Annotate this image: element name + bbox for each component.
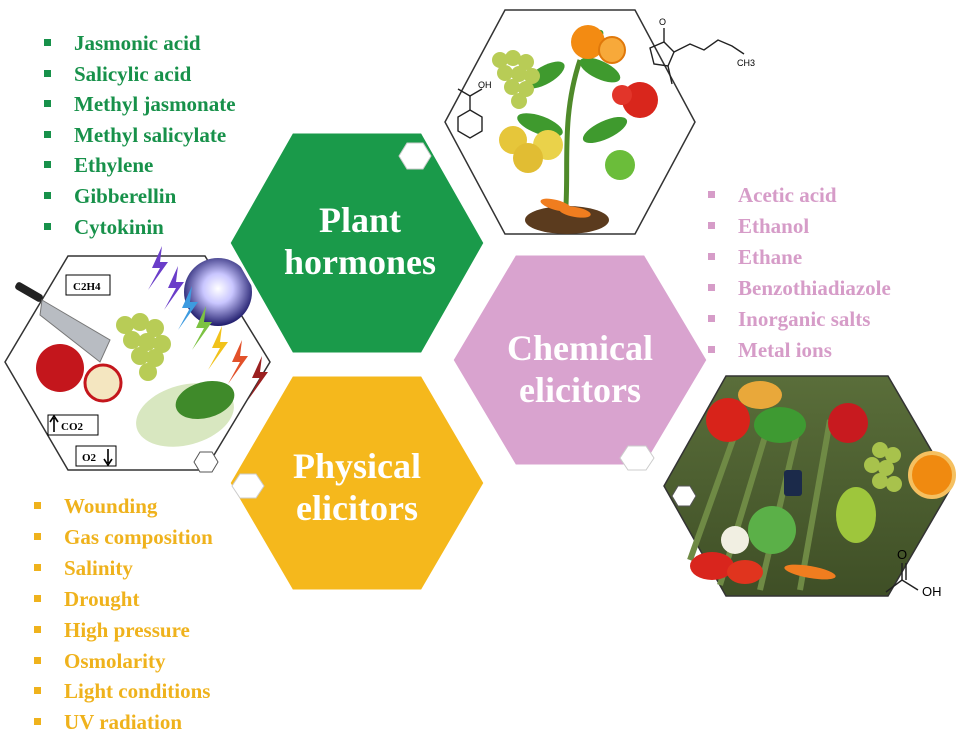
bullet-icon: [708, 222, 715, 229]
physical-elicitors-line1: Physical: [252, 445, 462, 487]
physical-stress-hexagon: C2H4 CO2 O2: [5, 246, 270, 472]
orange-icon: [910, 453, 954, 497]
bullet-icon: [44, 70, 51, 77]
plant-hormones-line2: hormones: [258, 241, 462, 283]
list-item: Salinity: [30, 553, 213, 584]
list-item: High pressure: [30, 615, 213, 646]
list-item: Acetic acid: [704, 180, 891, 211]
bullet-icon: [44, 223, 51, 230]
list-item: Gas composition: [30, 522, 213, 553]
bullet-icon: [44, 131, 51, 138]
physical-elicitors-label: Physical elicitors: [252, 445, 462, 529]
list-item: Osmolarity: [30, 646, 213, 677]
list-item: Metal ions: [704, 335, 891, 366]
sprayer-icon: [784, 470, 802, 496]
bullet-icon: [44, 161, 51, 168]
acetic-acid-o-label: O: [897, 547, 907, 562]
bullet-icon: [34, 564, 41, 571]
pear-icon: [836, 487, 876, 543]
bullet-icon: [34, 533, 41, 540]
co2-label: CO2: [61, 421, 84, 433]
plant-hormones-list: Jasmonic acid Salicylic acid Methyl jasm…: [40, 28, 236, 242]
list-item: Drought: [30, 584, 213, 615]
ethylene-formula-label: C2H4: [73, 281, 101, 293]
field-produce-hexagon: O OH: [664, 376, 954, 599]
bullet-icon: [34, 687, 41, 694]
list-item: Light conditions: [30, 676, 213, 707]
bullet-icon: [708, 284, 715, 291]
bullet-icon: [708, 253, 715, 260]
bullet-icon: [34, 718, 41, 725]
salicylic-oh-label: OH: [478, 80, 492, 90]
list-item: Gibberellin: [40, 181, 236, 212]
bullet-icon: [44, 39, 51, 46]
mango-icon: [738, 381, 782, 409]
list-item: Jasmonic acid: [40, 28, 236, 59]
list-item: Methyl salicylate: [40, 120, 236, 151]
jasmonate-ch3-label: CH3: [737, 58, 755, 68]
list-item: Cytokinin: [40, 212, 236, 243]
bullet-icon: [708, 191, 715, 198]
cauliflower-icon: [721, 526, 749, 554]
list-item: Wounding: [30, 491, 213, 522]
physical-elicitors-list: Wounding Gas composition Salinity Drough…: [30, 491, 213, 738]
small-hexagon-marker: [620, 446, 654, 470]
chemical-elicitors-line1: Chemical: [470, 327, 690, 369]
bullet-icon: [34, 595, 41, 602]
list-item: Ethanol: [704, 211, 891, 242]
bullet-icon: [34, 657, 41, 664]
bullet-icon: [44, 192, 51, 199]
tomato-icon: [706, 398, 750, 442]
physical-elicitors-line2: elicitors: [252, 487, 462, 529]
cabbage-icon: [748, 506, 796, 554]
bullet-icon: [34, 502, 41, 509]
plant-hormones-label: Plant hormones: [258, 199, 462, 283]
list-item: Ethylene: [40, 150, 236, 181]
plant-hormones-line1: Plant: [258, 199, 462, 241]
list-item: Ethane: [704, 242, 891, 273]
list-item: Salicylic acid: [40, 59, 236, 90]
list-item: Benzothiadiazole: [704, 273, 891, 304]
jasmonate-o-label: O: [659, 17, 666, 27]
spinach-icon: [754, 407, 806, 443]
bullet-icon: [34, 626, 41, 633]
acetic-acid-oh-label: OH: [922, 584, 942, 599]
bullet-icon: [708, 346, 715, 353]
list-item: UV radiation: [30, 707, 213, 738]
bullet-icon: [708, 315, 715, 322]
list-item: Inorganic salts: [704, 304, 891, 335]
bullet-icon: [44, 100, 51, 107]
chemical-elicitors-list: Acetic acid Ethanol Ethane Benzothiadiaz…: [704, 180, 891, 365]
o2-label: O2: [82, 452, 97, 464]
chemical-elicitors-label: Chemical elicitors: [470, 327, 690, 411]
list-item: Methyl jasmonate: [40, 89, 236, 120]
apple-icon: [828, 403, 868, 443]
chemical-elicitors-line2: elicitors: [470, 369, 690, 411]
